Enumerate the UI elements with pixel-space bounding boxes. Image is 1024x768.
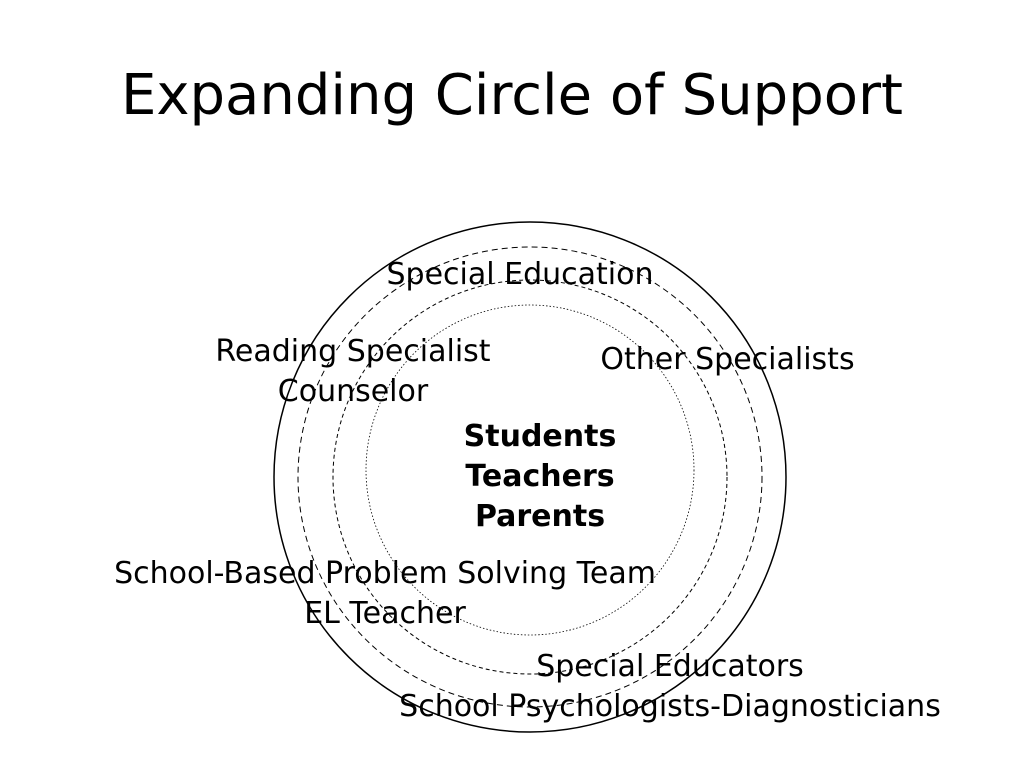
outer-ring: [273, 221, 787, 733]
center-line: Teachers: [465, 459, 615, 494]
label-line: Special Education: [386, 257, 654, 292]
center-line: Students: [463, 419, 617, 454]
label-special-education: Special Education: [340, 255, 700, 295]
third-ring: [332, 279, 728, 675]
label-line: Reading Specialist: [215, 334, 491, 369]
label-reading-counselor: Reading Specialist Counselor: [178, 332, 528, 412]
label-line: School Psychologists-Diagnosticians: [399, 689, 941, 724]
slide-title: Expanding Circle of Support: [120, 63, 904, 128]
label-line: Other Specialists: [600, 342, 855, 377]
center-line: Parents: [474, 499, 606, 534]
label-line: School-Based Problem Solving Team: [114, 556, 656, 591]
center-label: Students Teachers Parents: [420, 417, 660, 537]
label-line: EL Teacher: [304, 596, 466, 631]
inner-ring: [365, 304, 695, 636]
label-other-specialists: Other Specialists: [570, 340, 885, 380]
label-educators-psychologists: Special Educators School Psychologists-D…: [350, 647, 990, 727]
label-line: Counselor: [277, 374, 429, 409]
label-line: Special Educators: [536, 649, 804, 684]
second-ring: [297, 246, 763, 708]
label-team-el: School-Based Problem Solving Team EL Tea…: [60, 554, 710, 634]
